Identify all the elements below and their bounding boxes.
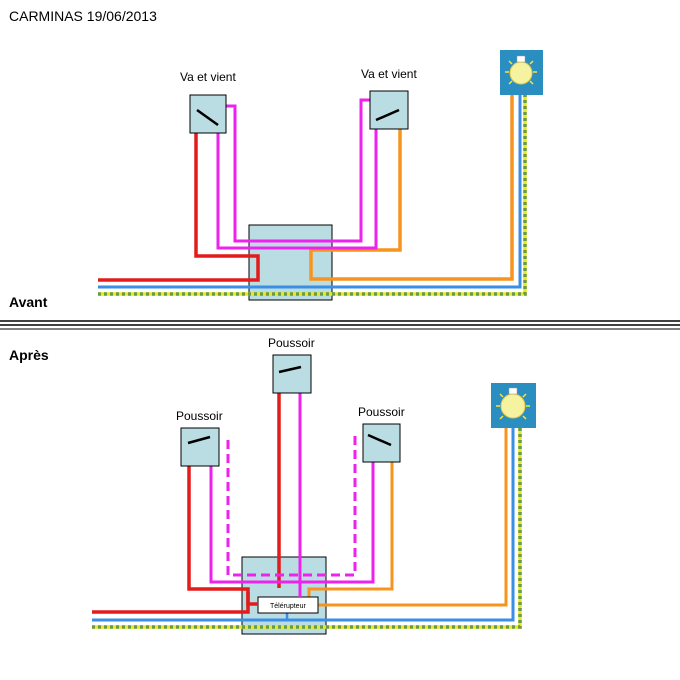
diagram-title: CARMINAS 19/06/2013 <box>9 8 157 24</box>
before-section-label: Avant <box>9 294 48 310</box>
switch-right-label: Va et vient <box>361 67 417 81</box>
phase-feed-after <box>92 592 250 614</box>
traveler-wire-before-1 <box>216 110 378 250</box>
earth-wire-before <box>98 95 527 296</box>
earth-wire-after <box>92 428 522 629</box>
push-button-right <box>362 423 401 463</box>
before-diagram: Va et vient Va et vient Avant <box>9 50 543 310</box>
unused-traveler-wire <box>226 434 357 577</box>
after-section-label: Après <box>9 347 49 363</box>
section-separator <box>0 320 680 330</box>
lamp-icon-after <box>491 383 536 428</box>
lamp-wire-before <box>309 92 514 281</box>
remote-switch-relay: Télérupteur <box>257 596 319 614</box>
lamp-wire-after <box>307 428 508 607</box>
push-top-label: Poussoir <box>268 336 315 350</box>
push-button-top <box>272 354 312 394</box>
phase-wire-after <box>187 443 258 606</box>
push-left-label: Poussoir <box>176 409 223 423</box>
after-diagram: Après Télérupteur <box>9 336 536 635</box>
switch-left-label: Va et vient <box>180 70 236 84</box>
junction-box-after <box>241 556 327 635</box>
push-button-left <box>180 427 220 467</box>
return-wire-push-left <box>209 441 375 584</box>
two-way-switch-right <box>369 90 409 130</box>
two-way-switch-left <box>189 94 227 134</box>
junction-box-before <box>248 224 333 301</box>
lamp-icon-before <box>500 50 543 95</box>
traveler-wire-before-2 <box>222 98 372 243</box>
neutral-wire-after <box>92 428 515 622</box>
push-right-label: Poussoir <box>358 405 405 419</box>
relay-label: Télérupteur <box>270 603 306 610</box>
neutral-wire-before <box>98 92 522 289</box>
